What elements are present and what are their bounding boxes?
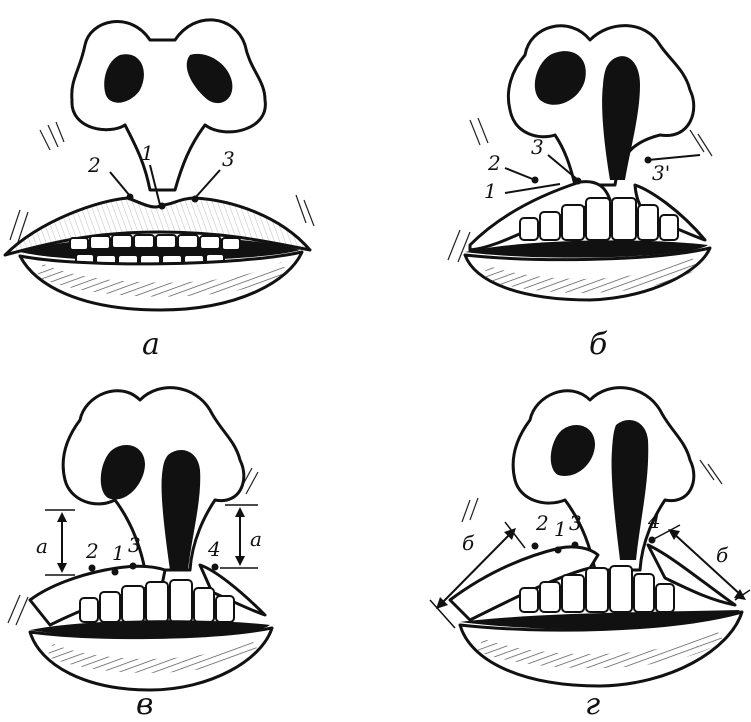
- label-2: 2: [87, 153, 101, 177]
- nose: [513, 388, 694, 570]
- label-1: 1: [112, 541, 125, 565]
- panel-v: a 2 1 3 4 a: [8, 388, 272, 690]
- label-2: 2: [85, 539, 99, 563]
- label-2: 2: [487, 151, 501, 175]
- label-1: 1: [554, 517, 567, 541]
- panel-a: 2 1 3: [5, 20, 314, 310]
- cleft-nostril: [602, 56, 640, 180]
- label-4: 4: [207, 537, 221, 561]
- label-a-right: a: [250, 527, 262, 551]
- label-3-prime: 3': [652, 161, 670, 185]
- label-1: 1: [484, 179, 497, 203]
- label-a-left: a: [36, 534, 48, 558]
- label-4: 4: [647, 509, 661, 533]
- caption-a: а: [142, 330, 160, 360]
- label-3: 3: [222, 147, 235, 171]
- label-3: 3: [569, 511, 582, 535]
- label-b-left: б: [462, 531, 475, 555]
- label-3: 3: [128, 533, 141, 557]
- label-3: 3: [531, 135, 544, 159]
- nose: [72, 20, 266, 190]
- panel-g: б 2 1 3 4 б: [430, 388, 750, 686]
- label-1: 1: [141, 141, 154, 165]
- caption-g: г: [585, 690, 600, 720]
- label-b-right: б: [716, 543, 729, 567]
- panel-b: 2 3 1 3': [448, 26, 712, 300]
- label-2: 2: [535, 511, 549, 535]
- caption-v: в: [136, 690, 153, 720]
- caption-b: б: [589, 330, 607, 360]
